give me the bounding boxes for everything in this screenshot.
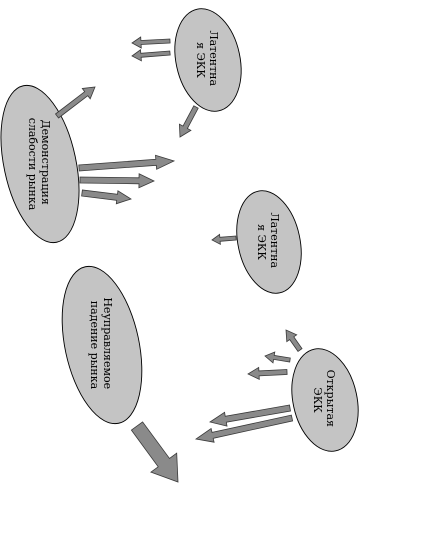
arrow-weakness-right-3 — [81, 189, 132, 205]
arrow-latent-mid-left — [211, 233, 237, 245]
arrow-open-up — [285, 329, 303, 352]
node-latent-ekk-mid-line1: Латентна — [268, 212, 281, 268]
arrow-open-left-3 — [209, 404, 291, 427]
node-latent-ekk-mid-label: Латентна я ЭКК — [255, 212, 281, 271]
arrow-weakness-up — [54, 86, 96, 119]
node-latent-ekk-mid-shape — [236, 190, 302, 294]
node-open-ekk-label: Открытая ЭКК — [311, 370, 337, 431]
node-open-ekk: Открытая ЭКК — [291, 348, 359, 452]
node-uncontrolled-fall-label: Неуправляемое падение рынка — [88, 297, 114, 392]
node-latent-ekk-mid-line2: я ЭКК — [255, 224, 268, 260]
node-open-ekk-line2: ЭКК — [311, 387, 324, 413]
node-latent-ekk-top-line1: Латентна — [207, 30, 220, 86]
node-uncontrolled-fall-line1: Неуправляемое — [101, 297, 114, 389]
arrow-weakness-right-1 — [78, 154, 176, 172]
node-latent-ekk-top: Латентна я ЭКК — [174, 8, 242, 112]
arrow-latent-top-left-2 — [131, 49, 171, 62]
arrow-open-left-2 — [247, 366, 288, 381]
node-weakness-demo-line2: слабости рынка — [26, 118, 39, 211]
node-weakness-demo-shape — [0, 84, 80, 244]
node-open-ekk-shape — [291, 348, 359, 452]
node-open-ekk-line1: Открытая — [324, 370, 337, 427]
node-weakness-demo-line1: Демонстрация — [39, 120, 52, 205]
node-latent-ekk-top-line2: я ЭКК — [194, 42, 207, 78]
arrow-open-left-4 — [194, 414, 294, 443]
node-uncontrolled-fall-line2: падение рынка — [88, 301, 101, 390]
node-weakness-demo: Демонстрация слабости рынка — [0, 84, 80, 244]
arrow-open-left-1 — [264, 351, 291, 364]
node-latent-ekk-top-shape — [174, 8, 242, 112]
arrows-layer — [54, 36, 303, 483]
node-uncontrolled-fall-shape — [61, 265, 143, 425]
node-latent-ekk-mid: Латентна я ЭКК — [236, 190, 302, 294]
arrow-fall-down — [130, 421, 179, 483]
node-latent-ekk-top-label: Латентна я ЭКК — [194, 30, 220, 89]
node-weakness-demo-label: Демонстрация слабости рынка — [26, 118, 52, 211]
node-uncontrolled-fall: Неуправляемое падение рынка — [61, 265, 143, 425]
arrow-latent-top-left-1 — [131, 36, 171, 49]
arrow-latent-top-down — [178, 105, 199, 138]
arrow-weakness-right-2 — [79, 173, 155, 189]
